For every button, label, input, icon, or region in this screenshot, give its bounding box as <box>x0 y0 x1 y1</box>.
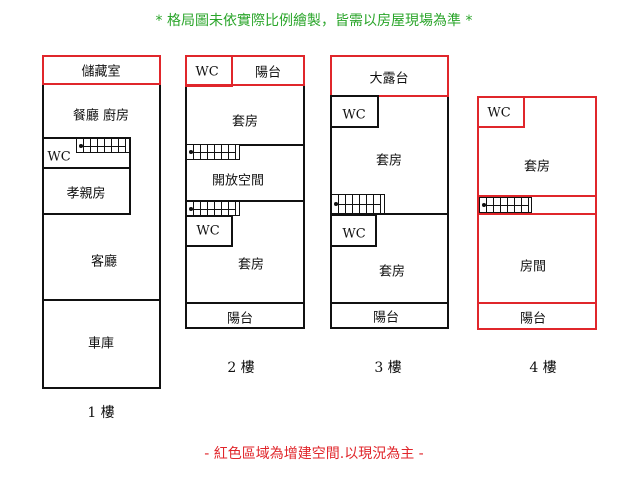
room-label: 餐廳 廚房 <box>72 108 130 124</box>
floor-label: 4 樓 <box>529 360 557 376</box>
room-label: 孝親房 <box>66 186 106 202</box>
wall-divider <box>185 200 305 202</box>
floor-label: 3 樓 <box>374 360 402 376</box>
room-label: 陽台 <box>372 310 400 326</box>
staircase-icon <box>186 144 240 160</box>
staircase-icon <box>76 138 130 153</box>
wc-room <box>185 215 233 247</box>
wall-divider <box>477 213 597 215</box>
wc-room <box>330 95 379 128</box>
wall-divider <box>477 302 597 304</box>
room-label: 套房 <box>375 153 403 169</box>
wc-room <box>477 96 525 128</box>
room-label: 陽台 <box>254 65 282 81</box>
room-label: 套房 <box>231 114 259 130</box>
staircase-icon <box>186 201 240 216</box>
wall-divider <box>185 144 305 146</box>
floor-label: 2 樓 <box>227 360 255 376</box>
room-label: WC <box>196 223 220 239</box>
room-label: 陽台 <box>226 311 254 327</box>
room-label: 客廳 <box>90 254 118 270</box>
room-label: 陽台 <box>519 311 547 327</box>
room-label: 套房 <box>237 257 265 273</box>
staircase-icon <box>331 194 385 214</box>
room-label: WC <box>342 226 366 242</box>
floor-label: 1 樓 <box>87 405 115 421</box>
room-label: WC <box>487 105 511 121</box>
room-label: WC <box>47 149 71 165</box>
room-label: WC <box>195 64 219 80</box>
staircase-icon <box>479 197 532 213</box>
room-label: 車庫 <box>87 336 115 352</box>
parents-room <box>42 167 131 215</box>
storage-room <box>42 55 161 85</box>
room-label: 大露台 <box>369 71 409 87</box>
wc-room <box>330 214 377 247</box>
wc-addition <box>185 55 233 87</box>
wall-divider <box>477 195 597 197</box>
room-label: WC <box>342 107 366 123</box>
terrace-addition <box>330 55 449 97</box>
room-label: 套房 <box>378 264 406 280</box>
addition-note: - 紅色區域為增建空間.以現況為主 - <box>204 446 424 462</box>
wall-divider <box>185 302 305 304</box>
wall-divider <box>42 299 161 301</box>
room-label: 套房 <box>523 159 551 175</box>
wall-divider <box>330 302 449 304</box>
wall-divider <box>330 213 449 215</box>
disclaimer-title: * 格局圖未依實際比例繪製，皆需以房屋現場為準 * <box>155 13 473 29</box>
room-label: 房間 <box>519 259 547 275</box>
room-label: 儲藏室 <box>81 64 121 80</box>
room-label: 開放空間 <box>211 173 265 189</box>
